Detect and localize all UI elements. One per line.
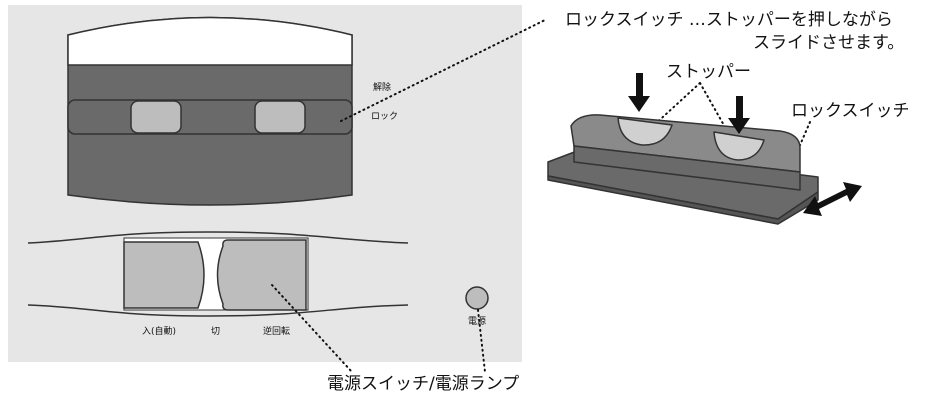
press-arrow-right (728, 96, 750, 134)
leader-stopper-right (699, 82, 735, 144)
lock-cover-top-strip (67, 16, 353, 66)
label-off: 切 (211, 327, 221, 337)
callout-lock-switch: ロックスイッチ (791, 101, 910, 121)
switch-guide-line-bottom (27, 304, 409, 317)
lock-switch-3d-stopper-left (617, 117, 673, 146)
power-lamp (465, 286, 489, 310)
label-lock: ロック (371, 112, 399, 122)
label-release: 解除 (373, 83, 392, 93)
rocker-switch-left[interactable] (123, 241, 205, 309)
rocker-switch-right[interactable] (216, 239, 307, 311)
lock-switch-3d-body-front (573, 145, 801, 191)
leader-stopper-left (652, 82, 701, 127)
lock-switch-3d-stopper-right (713, 131, 765, 161)
label-power: 電源 (468, 317, 487, 327)
stopper-knob-left[interactable] (130, 100, 182, 134)
callout-lock-switch-desc-line1: ロックスイッチ …ストッパーを押しながら (565, 10, 893, 30)
leader-lock-switch (340, 19, 546, 122)
callout-stopper: ストッパー (666, 62, 751, 82)
label-on-auto: 入(自動) (142, 327, 177, 337)
press-arrow-left (628, 73, 650, 112)
lock-switch-3d (547, 114, 819, 225)
leader-power-lamp (477, 309, 486, 373)
lock-switch-3d-base-front (547, 175, 819, 225)
leader-power-switch (271, 284, 353, 373)
press-arrows (628, 73, 750, 134)
label-reverse: 逆回転 (263, 327, 291, 337)
callout-lock-switch-desc-line2: スライドさせます。 (753, 33, 905, 53)
stopper-knob-right[interactable] (254, 100, 306, 134)
callout-power-switch: 電源スイッチ/電源ランプ (327, 374, 520, 394)
switch-guide-line-top (27, 231, 409, 244)
lock-slide-track (67, 99, 353, 135)
slide-double-arrow (803, 182, 862, 216)
